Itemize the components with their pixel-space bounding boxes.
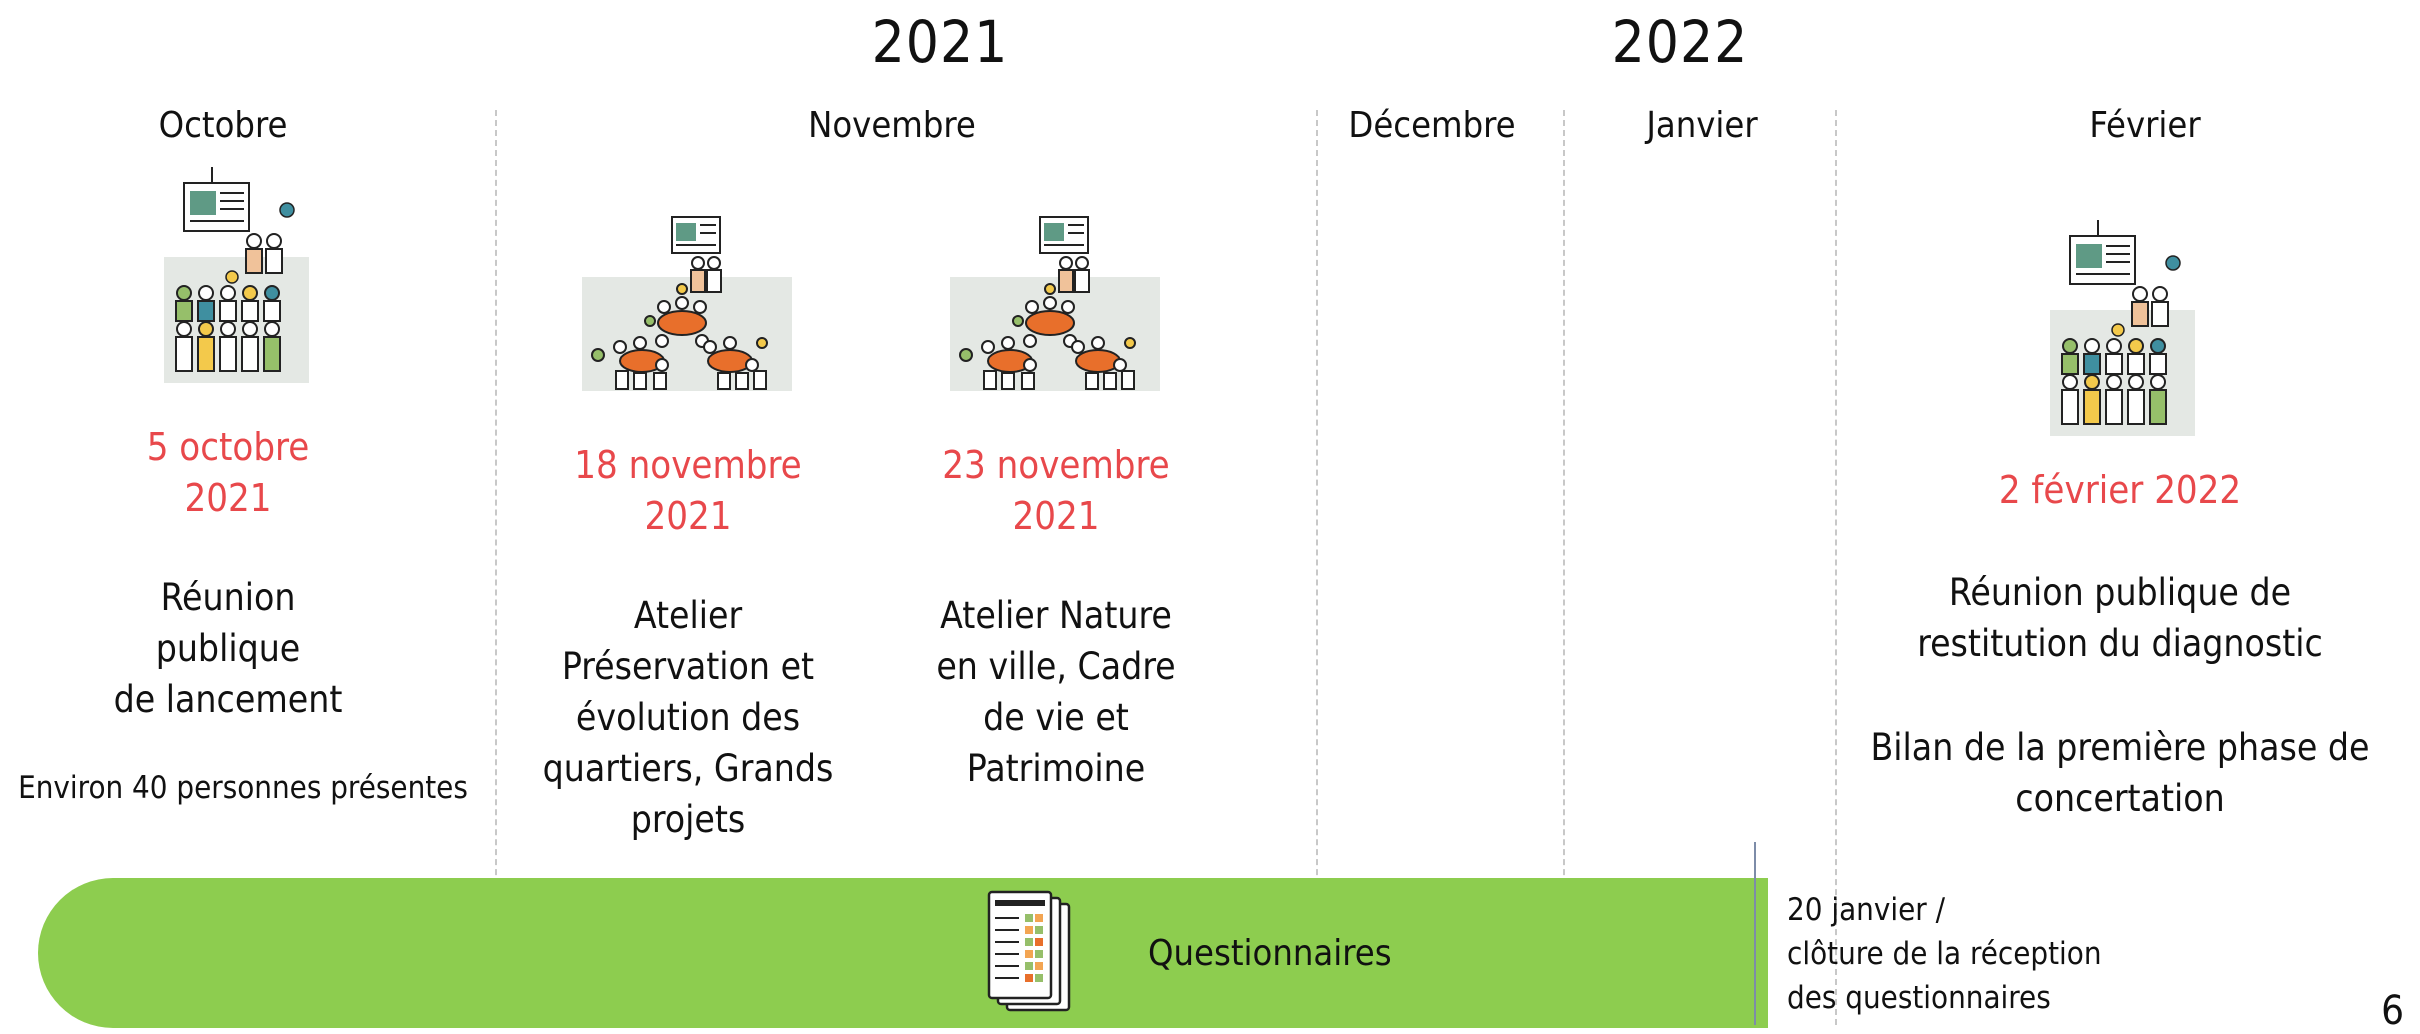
year-2021: 2021	[871, 8, 1009, 76]
month-janvier: Janvier	[1646, 105, 1758, 146]
month-novembre: Novembre	[808, 105, 976, 146]
event-date: 5 octobre 2021	[146, 425, 310, 520]
workshop-icon	[948, 215, 1163, 393]
public-meeting-icon	[162, 165, 312, 385]
questionnaires-label: Questionnaires	[1148, 933, 1392, 974]
month-divider	[495, 110, 497, 1025]
event-date: 23 novembre 2021	[942, 443, 1170, 538]
event-date: 2 février 2022	[1998, 468, 2242, 512]
questionnaires-closing-note: 20 janvier / clôture de la réception des…	[1787, 892, 2102, 1017]
month-divider	[1835, 110, 1837, 1025]
public-meeting-icon	[2048, 218, 2198, 438]
event-title: Atelier Nature en ville, Cadre de vie et…	[936, 594, 1176, 791]
event-title: Atelier Préservation et évolution des qu…	[542, 594, 834, 842]
questionnaires-end-marker	[1754, 842, 1756, 1025]
month-decembre: Décembre	[1348, 105, 1516, 146]
documents-icon	[985, 890, 1075, 1015]
month-divider	[1563, 110, 1565, 1025]
event-title: Réunion publique de restitution du diagn…	[1917, 571, 2323, 666]
year-2022: 2022	[1611, 8, 1749, 76]
questionnaires-period-bar	[38, 878, 1768, 1028]
month-fevrier: Février	[2089, 105, 2201, 146]
event-attendance-note: Environ 40 personnes présentes	[18, 770, 468, 806]
event-subtitle: Bilan de la première phase de concertati…	[1870, 726, 2370, 821]
workshop-icon	[580, 215, 795, 393]
month-octobre: Octobre	[158, 105, 288, 146]
month-divider	[1316, 110, 1318, 1025]
event-title: Réunion publique de lancement	[113, 576, 343, 722]
page-number: 6	[2381, 988, 2404, 1034]
event-date: 18 novembre 2021	[574, 443, 802, 538]
